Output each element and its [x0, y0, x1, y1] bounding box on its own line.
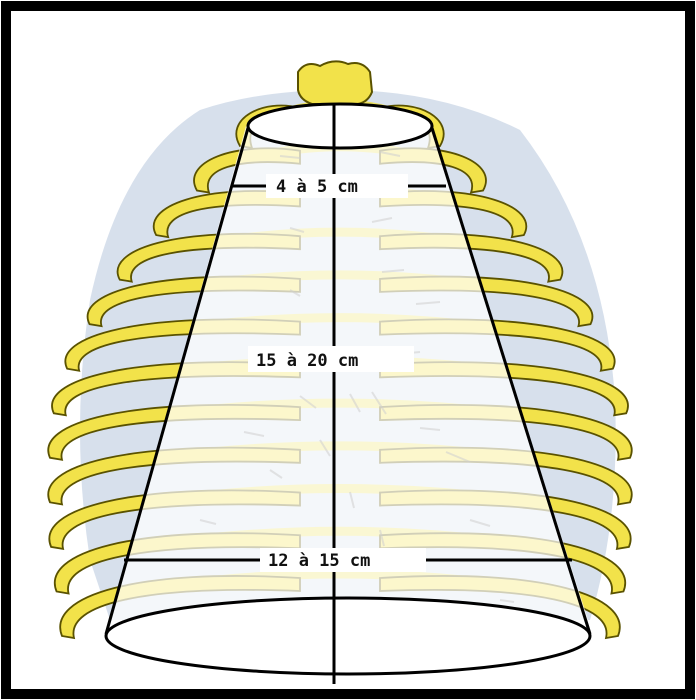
cone-bottom-ellipse [106, 598, 590, 674]
top-width-label: 4 à 5 cm [276, 177, 358, 197]
cone-top-ellipse [248, 104, 432, 148]
bottom-width-label: 12 à 15 cm [268, 551, 370, 571]
vertebra-top [298, 61, 372, 104]
height-label: 15 à 20 cm [256, 351, 358, 371]
